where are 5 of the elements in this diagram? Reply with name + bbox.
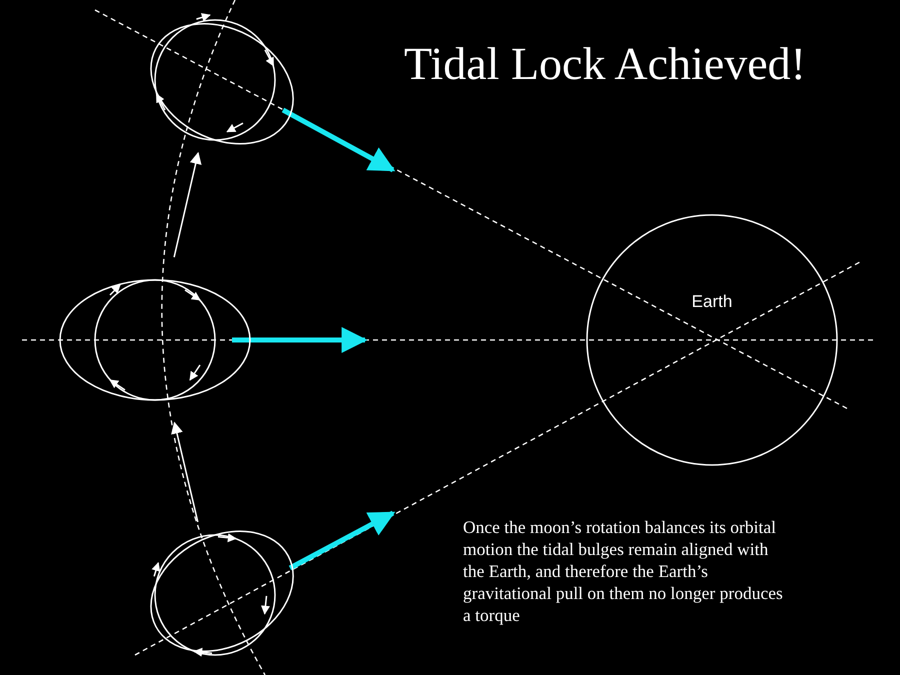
planet-label: Earth (690, 292, 734, 312)
orbit-arrow (171, 422, 199, 522)
title: Tidal Lock Achieved! (402, 37, 807, 91)
note-text: Once the moon’s rotation balances its orbital motion the tidal bulges remain aligned with the Earth, and therefore the Earth’s gravitational pull on them no longer produces a torque (463, 516, 784, 626)
orbit-arrow (173, 152, 202, 258)
